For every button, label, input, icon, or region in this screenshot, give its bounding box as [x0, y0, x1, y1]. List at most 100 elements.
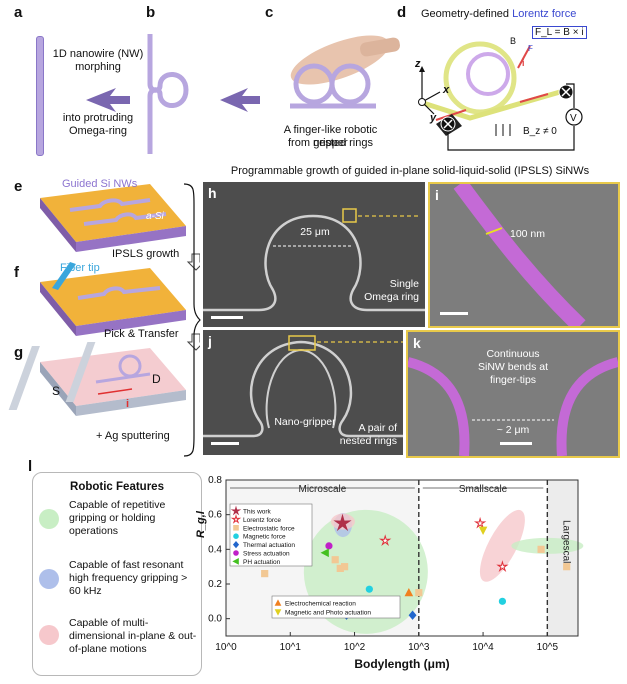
omega-ring-sem [203, 208, 425, 319]
ring-diameter: 25 μm [300, 226, 330, 238]
electrode-left [436, 114, 462, 136]
legend-entry: This work [243, 509, 272, 516]
circuit-wire [447, 83, 575, 151]
y-tick-label: 0.4 [208, 544, 222, 555]
source-label: S [52, 384, 61, 398]
region-label: Largescale [561, 520, 572, 569]
panel-label-h: h [208, 185, 217, 201]
x-tick-label: 10^3 [408, 642, 430, 653]
fiber-tip [52, 262, 76, 290]
i-vector-label: i [522, 58, 525, 68]
sem-panel-k: k Continuous SiNW bends at finger-tips ~… [406, 330, 620, 458]
nanowire-width: 100 nm [510, 228, 546, 240]
axis-y-label: y [430, 112, 437, 124]
feature-swatch-green [39, 509, 59, 529]
data-point [478, 526, 488, 535]
data-point [473, 516, 487, 529]
x-tick-label: 10^0 [215, 642, 237, 653]
feature-ellipse [479, 509, 525, 582]
legend-marker [232, 540, 240, 549]
single-omega-2: Omega ring [364, 291, 419, 303]
axis-z-label: z [415, 58, 421, 70]
nested-rings-sem [203, 335, 403, 445]
legend-marker [230, 513, 242, 524]
sem-panel-j: j Nano-gripper A pair of nested rings [203, 330, 403, 455]
x-tick-label: 10^5 [537, 642, 559, 653]
panel-label-k: k [413, 335, 421, 351]
bz-label: B_z ≠ 0 [523, 126, 557, 137]
feature-multidim: Capable of multi-dimensional in-plane & … [69, 617, 197, 655]
data-point [365, 585, 373, 593]
fiber-tip-label: Fiber tip [60, 262, 100, 274]
data-point [496, 560, 509, 573]
panel-label-g: g [14, 344, 24, 361]
fingertip-text-3: finger-tips [489, 374, 537, 386]
chart-legend-2 [271, 595, 401, 619]
legend-marker [274, 599, 282, 606]
data-point [336, 564, 344, 572]
morph-text-3: into protruding [62, 112, 134, 124]
feature-resonant: Capable of fast resonant high frequency … [69, 559, 188, 597]
robotic-features-box: Robotic Features Capable of repetitive g… [32, 472, 202, 676]
morph-arrow [86, 88, 130, 112]
data-point [333, 513, 352, 532]
fingertip-text-1: Continuous [486, 348, 540, 360]
panel-label-l: l [28, 458, 33, 475]
nested-rings-1: A pair of [358, 422, 397, 434]
region-largescale [547, 480, 578, 636]
y-tick-label: 0.0 [208, 614, 222, 625]
x-tick-label: 10^1 [280, 642, 302, 653]
grouping-brace [183, 183, 201, 457]
gripper-ring-right [329, 63, 371, 105]
morph-text-1: 1D nanowire (NW) [52, 48, 144, 60]
drain-label: D [152, 372, 161, 386]
voltmeter [565, 108, 583, 126]
electrode-right [558, 84, 574, 100]
sem-panel-h: h 25 μm Single Omega ring [203, 182, 425, 327]
legend-entry: Lorentz force [243, 517, 281, 524]
legend-entry: PH actuation [243, 559, 281, 566]
data-point [498, 597, 507, 605]
current-label: i [126, 398, 130, 410]
nano-gripper-label: Nano-gripper [274, 416, 336, 428]
legend-marker [232, 558, 239, 565]
single-omega-1: Single [389, 278, 419, 290]
lorentz-formula: F_L = B × i [532, 26, 587, 39]
robotic-features-title: Robotic Features [70, 481, 164, 493]
lorentz-ring-inner [466, 52, 510, 96]
chart-legend [229, 503, 313, 567]
lorentz-title-highlight: Lorentz force [512, 8, 577, 20]
nanowire-closeup [440, 184, 586, 326]
data-point [404, 587, 414, 597]
plot-frame [225, 479, 579, 637]
feature-swatch-red [39, 625, 59, 645]
legend-marker [274, 609, 282, 616]
x-axis-label: Bodylength (μm) [354, 657, 449, 671]
legend-entry: Electrochemical reaction [285, 601, 356, 608]
data-point [378, 534, 392, 547]
y-tick-label: 0.2 [208, 579, 222, 590]
panel-label-e: e [14, 178, 23, 195]
region-label: Microscale [299, 484, 347, 495]
bz-arrows [495, 124, 511, 136]
morph-arrow-2 [220, 88, 260, 112]
ag-sputter-caption: + Ag sputtering [96, 430, 170, 442]
data-point [331, 556, 339, 564]
data-point [415, 589, 423, 597]
morph-text-2: morphing [75, 61, 121, 73]
legend-marker [233, 533, 239, 539]
legend-entry: Electrostatic force [243, 525, 295, 532]
b-vector-label: B [510, 36, 517, 46]
y-axis-label: R_g,l [196, 510, 207, 538]
legend-entry: Stress actuation [243, 551, 290, 558]
gripper-caption-2: from nested rings [288, 137, 373, 149]
chip-f [40, 268, 186, 326]
data-point [340, 563, 349, 571]
fingertips-closeup [408, 357, 618, 456]
legend-marker [233, 550, 239, 556]
fingertip-text-2: SiNW bends at [477, 361, 549, 373]
data-point [537, 545, 545, 553]
hand-finger [360, 37, 400, 57]
feature-swatch-blue [39, 569, 59, 589]
x-tick-label: 10^2 [344, 642, 366, 653]
